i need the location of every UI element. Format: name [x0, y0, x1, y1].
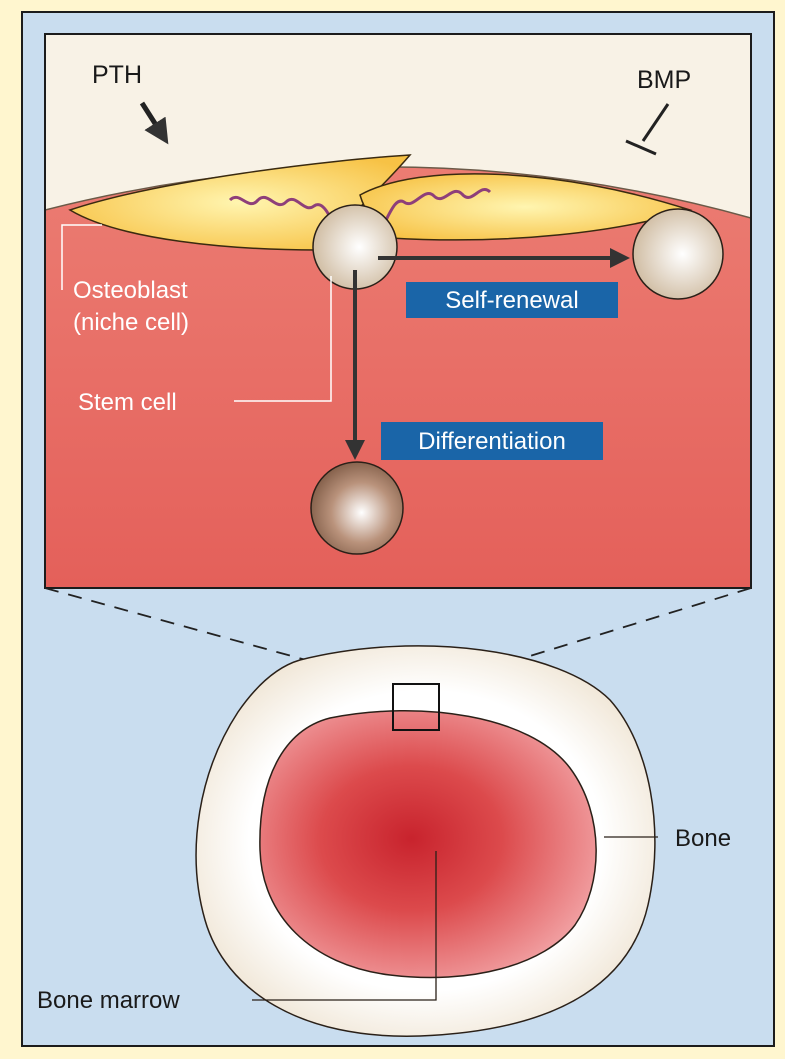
- stem-cell-label: Stem cell: [78, 389, 177, 416]
- bone-marrow-label: Bone marrow: [37, 987, 180, 1014]
- bone-label: Bone: [675, 825, 731, 852]
- pth-label: PTH: [92, 61, 142, 89]
- osteoblast-label: Osteoblast: [73, 277, 188, 304]
- differentiation-label: Differentiation: [418, 428, 566, 455]
- diagram-canvas: PTH BMP Osteoblast (niche cell) Stem cel…: [20, 8, 778, 1051]
- differentiated-cell: [311, 462, 403, 554]
- self-renewed-cell: [633, 209, 723, 299]
- self-renewal-label: Self-renewal: [445, 287, 578, 314]
- bone-marrow-cavity: [260, 711, 596, 978]
- niche-cell-label: (niche cell): [73, 309, 189, 336]
- zoom-panel: PTH BMP Osteoblast (niche cell) Stem cel…: [45, 34, 751, 588]
- bmp-label: BMP: [637, 66, 691, 94]
